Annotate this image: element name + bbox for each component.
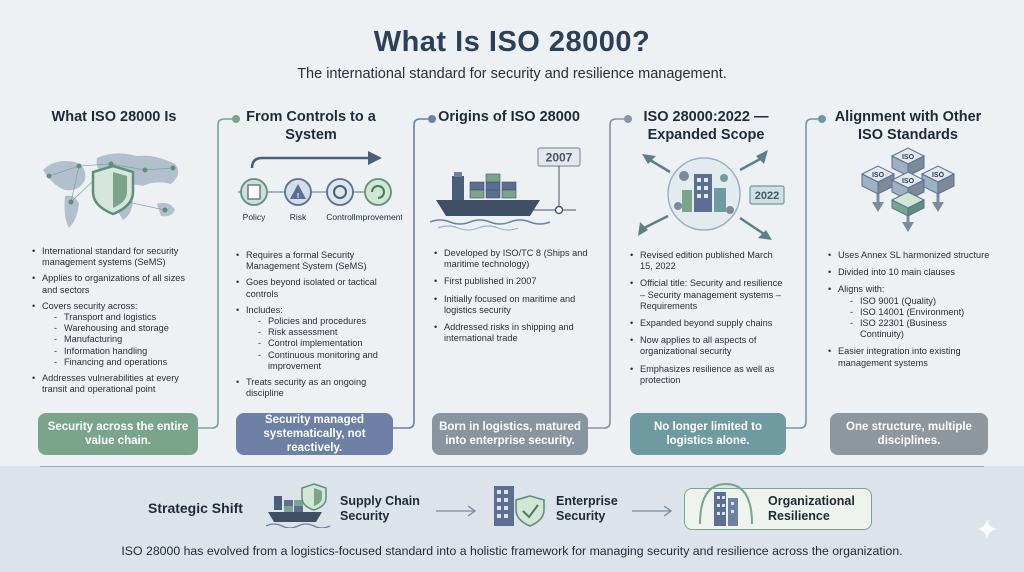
year-tag: 2022 — [755, 190, 779, 202]
arrow-right-icon — [632, 505, 673, 517]
column-expanded-scope: ISO 28000:2022 — Expanded Scope 2022 Rev… — [624, 100, 788, 455]
column-footer: One structure, multiple disciplines. — [830, 413, 988, 455]
bullet-list: Developed by ISO/TC 8 (Ships and maritim… — [432, 248, 590, 349]
icon-label-risk: Risk — [290, 212, 307, 222]
bullet-list: International standard for security mana… — [30, 246, 198, 400]
bullet-item: Treats security as an ongoing discipline — [234, 377, 394, 399]
supply-chain-icon — [266, 483, 331, 528]
bullet-list: Uses Annex SL harmonized structure Divid… — [826, 250, 992, 374]
icon-label-control: Control — [326, 212, 354, 222]
column-heading: ISO 28000:2022 — Expanded Scope — [643, 109, 769, 143]
bullet-list: Revised edition published March 15, 2022… — [628, 250, 788, 391]
icon-label-improvement: Improvement — [353, 212, 402, 222]
bullet-item: Requires a formal Security Management Sy… — [234, 250, 394, 272]
bullet-item: Revised edition published March 15, 2022 — [628, 250, 788, 272]
iso-blocks-icon: ISO ISO ISO ISO — [860, 147, 956, 232]
bullet-item: Expanded beyond supply chains — [628, 318, 788, 329]
arrow-right-icon — [436, 505, 477, 517]
bullet-item: Uses Annex SL harmonized structure — [826, 250, 992, 261]
column-footer: No longer limited to logistics alone. — [630, 413, 786, 455]
iso-block-label: ISO — [932, 172, 945, 179]
column-footer: Born in logistics, matured into enterpri… — [432, 413, 588, 455]
stage-organizational-resilience: Organizational Resilience — [768, 494, 855, 523]
column-heading: From Controls to a System — [246, 109, 376, 143]
bullet-item: Now applies to all aspects of organizati… — [628, 335, 788, 357]
sparkle-icon — [976, 518, 998, 540]
sub-bullet-item: Warehousing and storage — [42, 323, 198, 334]
sub-bullet-item: Control implementation — [246, 338, 394, 349]
sub-bullet-item: Transport and logistics — [42, 312, 198, 323]
column-footer: Security managed systematically, not rea… — [236, 413, 393, 455]
bullet-item: Official title: Security and resilience … — [628, 278, 788, 312]
bullet-item: Aligns with: ISO 9001 (Quality) ISO 1400… — [826, 284, 992, 340]
year-tag: 2007 — [546, 151, 573, 165]
strategic-shift-label: Strategic Shift — [148, 500, 243, 516]
svg-text:!: ! — [297, 193, 299, 200]
bullet-item: Developed by ISO/TC 8 (Ships and maritim… — [432, 248, 590, 270]
column-alignment: Alignment with Other ISO Standards ISO I… — [822, 100, 994, 455]
column-controls-to-system: From Controls to a System ! Policy Risk … — [228, 100, 402, 455]
iso-block-label: ISO — [872, 172, 885, 179]
bullet-item: International standard for security mana… — [30, 246, 198, 268]
process-flow-icon: ! Policy Risk Control Improvement — [238, 151, 402, 222]
sub-bullet-item: Manufacturing — [42, 334, 198, 345]
bullet-item: Emphasizes resilience as well as protect… — [628, 364, 788, 386]
cargo-ship-icon: 2007 — [430, 147, 581, 231]
divider — [40, 466, 984, 467]
expanded-scope-icon: 2022 — [638, 150, 785, 240]
iso-block-label: ISO — [902, 178, 915, 185]
icon-label-policy: Policy — [243, 212, 266, 222]
conclusion-text: ISO 28000 has evolved from a logistics-f… — [121, 544, 903, 558]
sub-bullet-item: ISO 14001 (Environment) — [838, 307, 992, 318]
resilient-building-icon — [699, 482, 753, 526]
bullet-item: First published in 2007 — [432, 276, 590, 287]
bullet-item: Addressed risks in shipping and internat… — [432, 322, 590, 344]
column-heading: Origins of ISO 28000 — [438, 109, 580, 125]
bullet-item: Addresses vulnerabilities at every trans… — [30, 373, 198, 395]
bullet-item: Covers security across: Transport and lo… — [30, 301, 198, 368]
page-subtitle: The international standard for security … — [297, 66, 727, 82]
column-what-iso-28000-is: What ISO 28000 Is International standard… — [30, 100, 198, 455]
bullet-item: Applies to organizations of all sizes an… — [30, 273, 198, 295]
column-heading: Alignment with Other ISO Standards — [834, 109, 982, 143]
sub-bullet-item: Information handling — [42, 346, 198, 357]
stage-enterprise-security: Enterprise Security — [556, 494, 618, 523]
enterprise-security-icon — [494, 486, 545, 527]
bullet-item: Initially focused on maritime and logist… — [432, 294, 590, 316]
bullet-item: Divided into 10 main clauses — [826, 267, 992, 278]
sub-bullet-item: ISO 22301 (Business Continuity) — [838, 318, 992, 340]
bullet-item: Includes: Policies and procedures Risk a… — [234, 305, 394, 372]
bullet-item: Goes beyond isolated or tactical control… — [234, 277, 394, 299]
sub-bullet-item: Financing and operations — [42, 357, 198, 368]
bullet-item: Easier integration into existing managem… — [826, 346, 992, 368]
page-title: What Is ISO 28000? — [373, 26, 651, 58]
column-footer: Security across the entire value chain. — [38, 413, 198, 455]
column-origins: Origins of ISO 28000 2007 Developed by I… — [428, 100, 590, 455]
world-shield-icon — [43, 153, 179, 228]
sub-bullet-item: Policies and procedures — [246, 316, 394, 327]
iso-block-label: ISO — [902, 154, 915, 161]
stage-supply-chain-security: Supply Chain Security — [340, 494, 420, 523]
bullet-list: Requires a formal Security Management Sy… — [234, 250, 394, 404]
sub-bullet-item: Risk assessment — [246, 327, 394, 338]
sub-bullet-item: Continuous monitoring and improvement — [246, 350, 394, 372]
column-heading: What ISO 28000 Is — [51, 109, 177, 125]
sub-bullet-item: ISO 9001 (Quality) — [838, 296, 992, 307]
